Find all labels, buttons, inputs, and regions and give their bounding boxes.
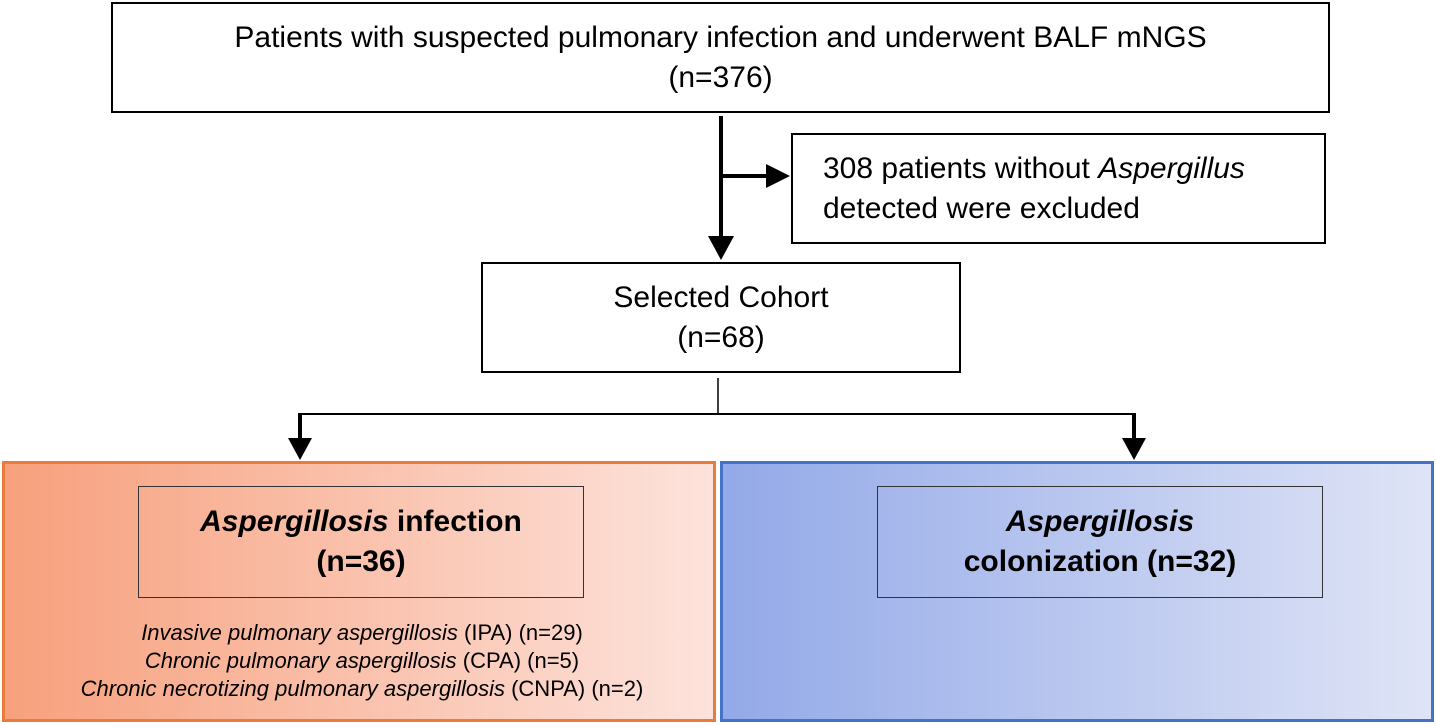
selected-cohort-box: Selected Cohort (n=68): [481, 262, 961, 373]
subtype-name: Chronic necrotizing pulmonary aspergillo…: [80, 676, 505, 701]
colonization-count: colonization (n=32): [963, 545, 1237, 578]
excluded-organism: Aspergillus: [1098, 151, 1245, 185]
screened-patients-label: Patients with suspected pulmonary infect…: [234, 20, 1207, 54]
subtype-item: Invasive pulmonary aspergillosis (IPA) (…: [5, 619, 719, 647]
subtype-detail: (CPA) (n=5): [456, 648, 580, 673]
excluded-patients-box: 308 patients without Aspergillus detecte…: [791, 133, 1326, 244]
subtype-item: Chronic necrotizing pulmonary aspergillo…: [5, 675, 719, 703]
infection-title-italic: Aspergillosis: [200, 505, 389, 538]
subtype-detail: (IPA) (n=29): [457, 620, 583, 645]
arrowhead-to-excluded: [766, 164, 790, 188]
excluded-prefix: 308 patients without: [823, 151, 1099, 185]
selected-cohort-count: (n=68): [677, 320, 765, 354]
colonization-title-box: Aspergillosis colonization (n=32): [877, 486, 1323, 598]
infection-title-box: Aspergillosis infection (n=36): [138, 486, 584, 598]
subtype-name: Chronic pulmonary aspergillosis: [144, 648, 457, 673]
infection-title: Aspergillosis infection: [200, 502, 522, 542]
subtype-name: Invasive pulmonary aspergillosis: [141, 620, 458, 645]
subtype-item: Chronic pulmonary aspergillosis (CPA) (n…: [5, 647, 719, 675]
infection-subtype-list: Invasive pulmonary aspergillosis (IPA) (…: [5, 619, 719, 703]
screened-patients-count: (n=376): [668, 60, 773, 94]
arrowhead-to-colonization: [1122, 438, 1146, 460]
arrowhead-to-infection: [288, 438, 312, 460]
selected-cohort-label: Selected Cohort: [613, 280, 829, 314]
excluded-line-2: detected were excluded: [823, 191, 1140, 225]
subtype-detail: (CNPA) (n=2): [504, 676, 644, 701]
infection-group-panel: Aspergillosis infection (n=36) Invasive …: [2, 461, 716, 722]
infection-title-rest: infection: [388, 505, 522, 538]
excluded-line-1: 308 patients without Aspergillus: [823, 149, 1324, 189]
infection-count: (n=36): [316, 545, 406, 578]
screened-patients-box: Patients with suspected pulmonary infect…: [111, 2, 1330, 113]
arrowhead-to-cohort: [708, 236, 734, 260]
colonization-group-panel: Aspergillosis colonization (n=32): [720, 461, 1434, 722]
colonization-title-italic: Aspergillosis: [1005, 505, 1195, 538]
